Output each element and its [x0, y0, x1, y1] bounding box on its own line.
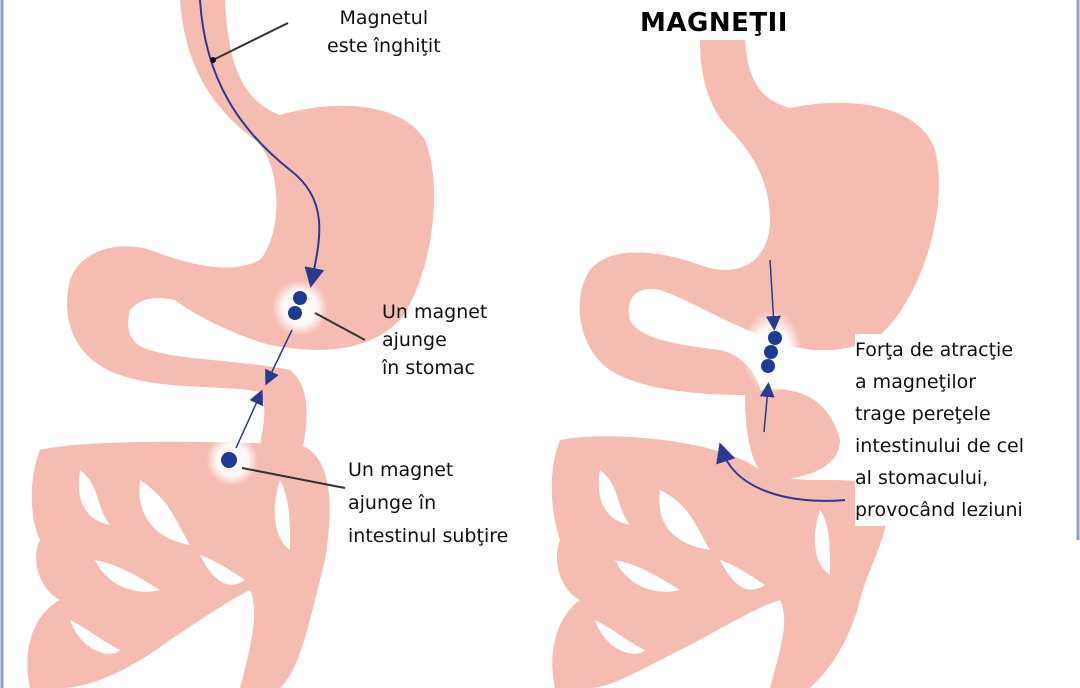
magnet-icon [293, 291, 307, 305]
label-in-stomach: Un magnet ajunge în stomac [382, 298, 487, 382]
label-line: Un magnet [348, 459, 454, 481]
label-line: Un magnet [382, 301, 488, 323]
magnet-icon [761, 359, 775, 373]
label-line: intestinului de cel [855, 435, 1025, 457]
leader-line [212, 22, 289, 61]
magnet-icon [764, 345, 778, 359]
pull-arrow [716, 442, 846, 502]
label-line: ajunge [382, 329, 447, 351]
label-in-small-intestine: Un magnet ajunge în intestinul subţire [348, 454, 508, 553]
label-attraction-force: Forţa de atracţie a magneţilor trage pereţ… [855, 334, 1025, 526]
label-line: Forţa de atracţie [855, 339, 1014, 361]
label-line: provocând leziuni [855, 499, 1023, 521]
right-intestine-folds [595, 470, 830, 654]
label-line: ajunge în [348, 492, 437, 514]
page-title: MAGNEŢII [640, 8, 788, 38]
magnet-icon [768, 331, 782, 345]
label-line: în stomac [382, 357, 475, 379]
downward-attraction-arrow [765, 259, 781, 331]
label-swallowed: Magnetul este înghiţit [327, 4, 441, 60]
left-intestine-folds [70, 470, 290, 654]
label-line: al stomacului, [855, 467, 989, 489]
label-line: a magneţilor [855, 371, 977, 393]
left-digestive-tract [27, 0, 435, 688]
intestine-to-stomach-arrow [235, 389, 264, 449]
magnet-icon [288, 306, 302, 320]
magnet-icon [221, 452, 237, 468]
label-line: Magnetul [339, 7, 429, 29]
stomach-magnet-glow [272, 280, 328, 336]
leader-line [314, 312, 366, 341]
label-line: intestinul subţire [348, 525, 509, 547]
leader-line [241, 467, 346, 489]
label-line: trage pereţele [855, 403, 991, 425]
stomach-to-intestine-arrow [265, 329, 293, 386]
label-line: este înghiţit [327, 35, 441, 57]
upward-attraction-arrow [759, 382, 775, 433]
